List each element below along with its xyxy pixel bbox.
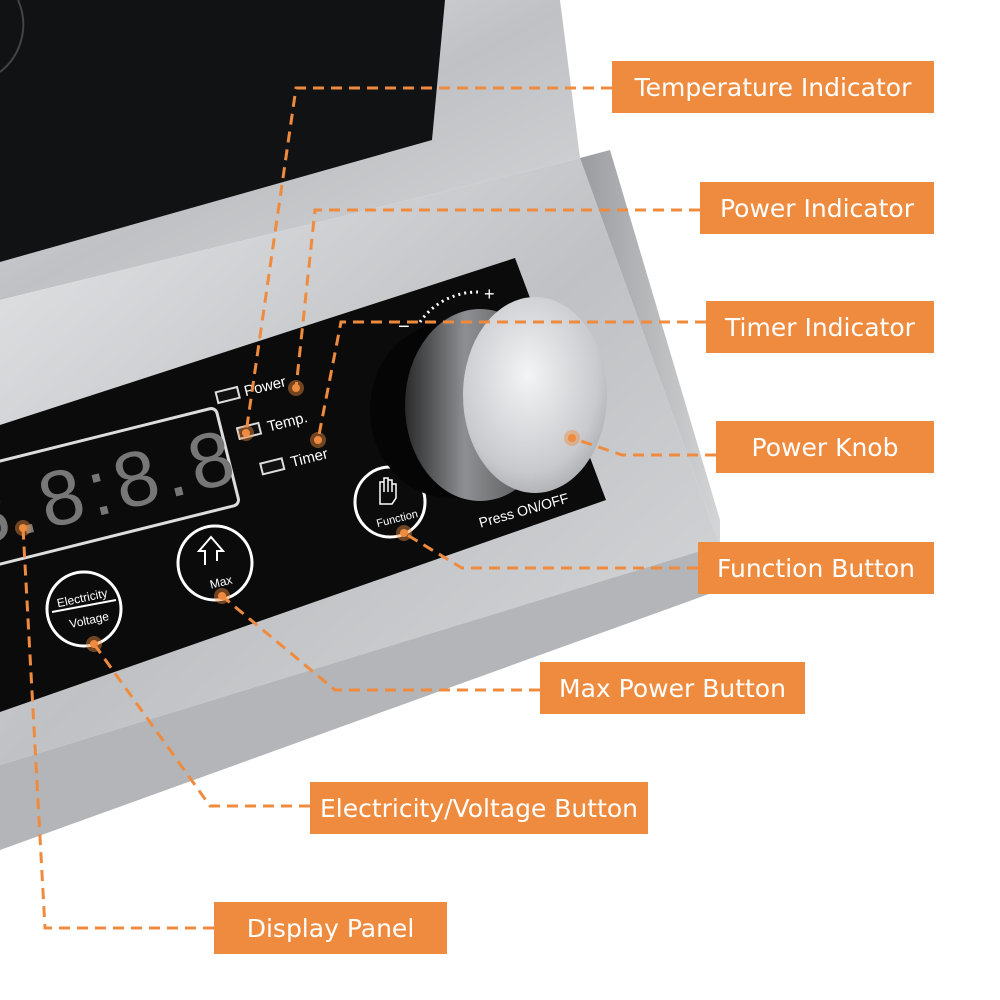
callout-function-button: Function Button (698, 542, 934, 594)
burner-ring (0, 0, 25, 73)
callout-timer-indicator: Timer Indicator (706, 301, 934, 353)
side-face (580, 150, 720, 545)
callout-temperature-indicator: Temperature Indicator (612, 61, 934, 113)
power-knob[interactable]: − + (370, 284, 607, 501)
callout-display-panel: Display Panel (214, 902, 447, 954)
glass-top (0, 0, 445, 262)
callout-electricity-voltage-button: Electricity/Voltage Button (310, 782, 648, 834)
anchor-dots (15, 380, 580, 652)
knob-plus: + (484, 284, 495, 304)
leader-lines (21, 86, 716, 930)
max-power-button[interactable]: Max (176, 524, 254, 602)
arrow-up-icon (196, 535, 226, 565)
base (0, 545, 720, 850)
power-led (214, 385, 241, 405)
knob-minus: − (398, 316, 410, 338)
callout-max-power-button: Max Power Button (540, 662, 805, 714)
hand-icon (379, 477, 397, 505)
callout-power-knob: Power Knob (716, 421, 934, 473)
timer-led (259, 457, 286, 476)
callout-power-indicator: Power Indicator (700, 182, 934, 234)
knob-scale (418, 290, 479, 323)
max-label: Max (208, 573, 233, 592)
